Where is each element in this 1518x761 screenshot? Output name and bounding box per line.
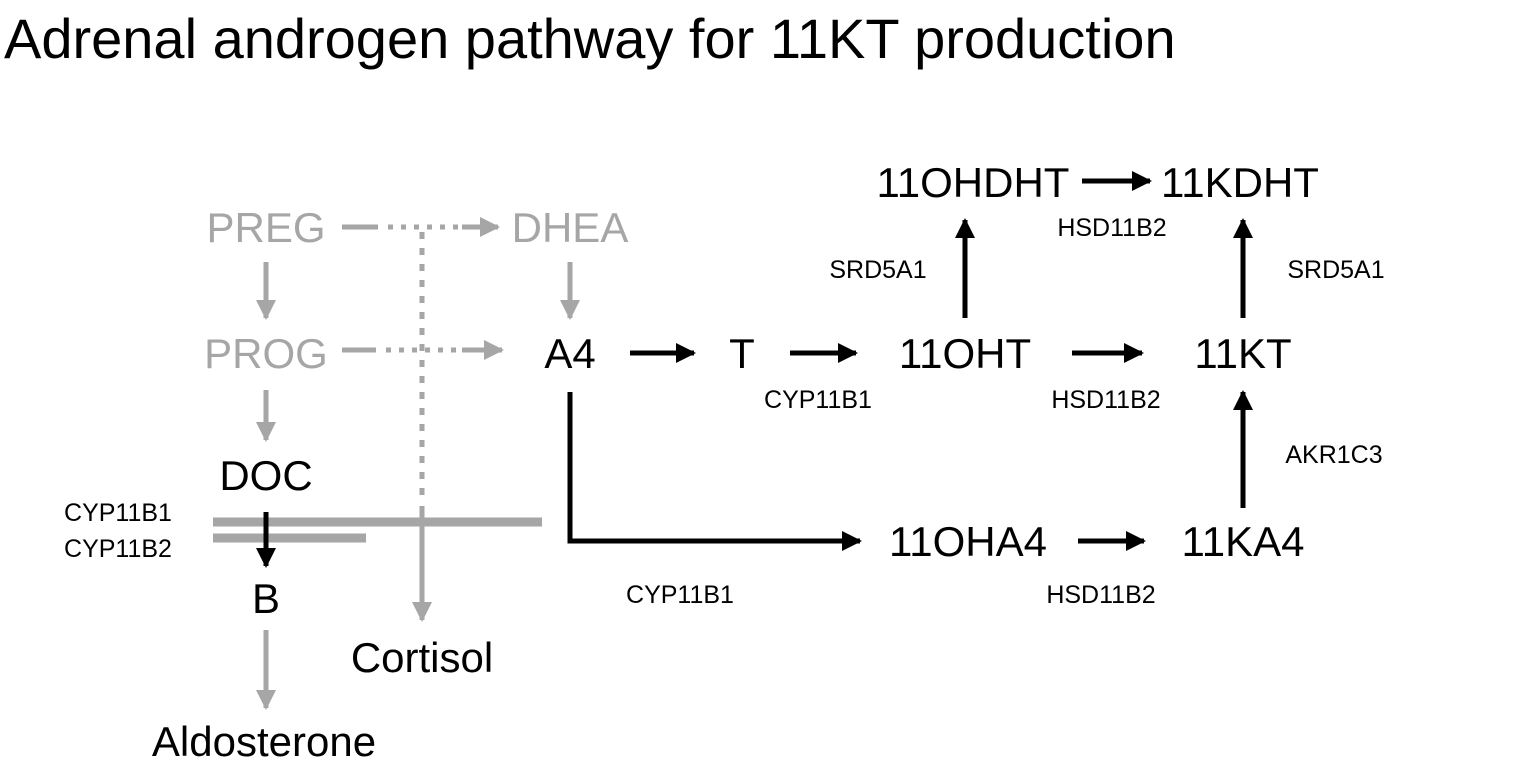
node-t: T bbox=[729, 330, 755, 377]
node-dhea: DHEA bbox=[512, 204, 629, 251]
node-11oht: 11OHT bbox=[899, 330, 1031, 377]
node-a4: A4 bbox=[544, 330, 595, 377]
node-11ohdht: 11OHDHT bbox=[877, 159, 1070, 206]
enzyme-cyp11b1-doc: CYP11B1 bbox=[64, 499, 172, 527]
node-aldosterone: Aldosterone bbox=[152, 718, 376, 761]
enzyme-hsd11b2-top: HSD11B2 bbox=[1057, 214, 1166, 242]
node-doc: DOC bbox=[219, 452, 312, 499]
enzyme-cyp11b1-t: CYP11B1 bbox=[764, 386, 872, 414]
enzyme-hsd11b2-bottom: HSD11B2 bbox=[1046, 581, 1155, 609]
arrow-a4-11oha4 bbox=[567, 392, 862, 551]
node-11kt: 11KT bbox=[1194, 330, 1291, 377]
node-b: B bbox=[252, 575, 280, 622]
node-11kdht: 11KDHT bbox=[1161, 159, 1319, 206]
node-cortisol: Cortisol bbox=[351, 634, 493, 681]
enzyme-srd5a1-right: SRD5A1 bbox=[1287, 256, 1384, 284]
enzyme-srd5a1-left: SRD5A1 bbox=[829, 256, 926, 284]
enzyme-hsd11b2-mid: HSD11B2 bbox=[1051, 386, 1160, 414]
node-11ka4: 11KA4 bbox=[1182, 518, 1305, 565]
enzyme-akr1c3: AKR1C3 bbox=[1285, 441, 1382, 469]
node-11oha4: 11OHA4 bbox=[889, 518, 1047, 565]
enzyme-cyp11b2-doc: CYP11B2 bbox=[64, 535, 172, 563]
node-preg: PREG bbox=[206, 204, 325, 251]
node-prog: PROG bbox=[204, 330, 328, 377]
diagram-title: Adrenal androgen pathway for 11KT produc… bbox=[4, 7, 1176, 70]
enzyme-cyp11b1-a4: CYP11B1 bbox=[626, 581, 734, 609]
